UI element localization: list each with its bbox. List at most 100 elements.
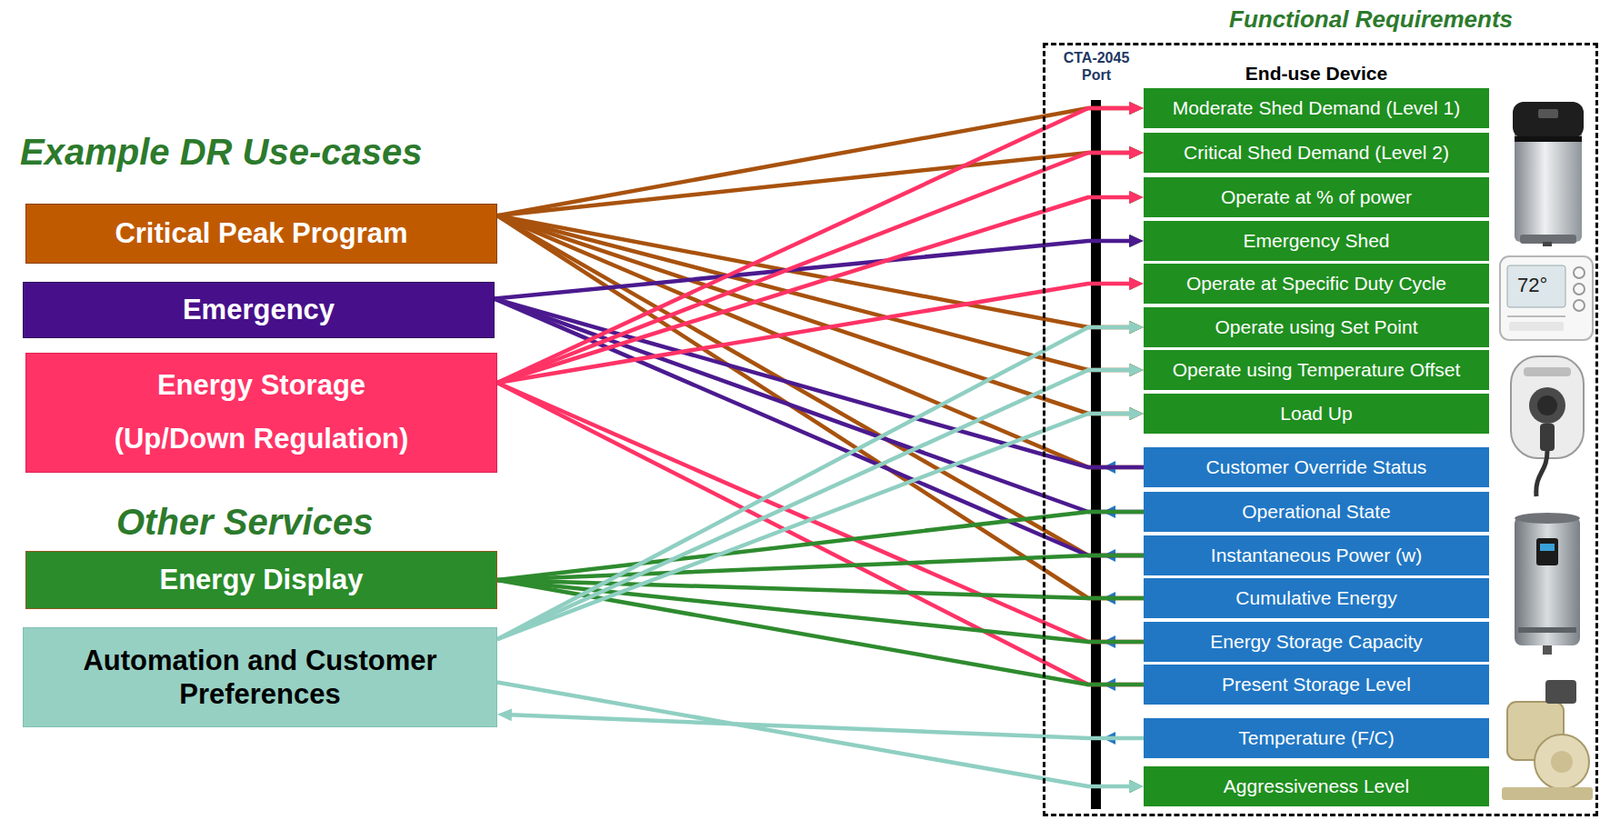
- heat-pump-water-heater-icon-part: [1538, 109, 1559, 119]
- connector-arrow: [497, 283, 1137, 383]
- function-row: Operate using Temperature Offset: [1143, 350, 1490, 390]
- connector-arrow: [497, 108, 1137, 383]
- use-case-box: Energy Display: [25, 550, 498, 610]
- ev-charger-icon-part: [1537, 395, 1558, 416]
- section-heading: Example DR Use-cases: [20, 130, 422, 174]
- thermostat-icon-part: [1573, 267, 1585, 279]
- thermostat-icon-part: [1573, 300, 1585, 311]
- function-row: Load Up: [1143, 393, 1490, 434]
- heat-pump-water-heater-icon-part: [1512, 101, 1584, 139]
- connector-arrow: [497, 215, 1144, 599]
- connector-arrow: [497, 108, 1137, 216]
- connector-arrow: [497, 152, 1137, 383]
- use-case-box: Critical Peak Program: [25, 203, 498, 264]
- thermostat-icon-part: [1507, 265, 1566, 308]
- function-text: Operational State: [1241, 500, 1390, 523]
- connector-arrow: [497, 327, 1137, 640]
- water-heater-icon: [1514, 512, 1580, 655]
- function-text: Moderate Shed Demand (Level 1): [1172, 96, 1460, 120]
- connector-arrow: [497, 682, 1137, 788]
- function-text: Customer Override Status: [1206, 455, 1428, 479]
- port-bar: [1090, 100, 1101, 810]
- function-text: Temperature (F/C): [1238, 726, 1395, 750]
- water-heater-icon-part: [1514, 512, 1580, 524]
- use-case-box: Emergency: [22, 281, 495, 339]
- function-row: Operate using Set Point: [1143, 307, 1490, 348]
- heat-pump-water-heater-icon-part: [1514, 127, 1582, 242]
- connector-arrow: [497, 511, 1144, 580]
- connector-arrow: [497, 382, 1144, 642]
- water-heater-icon-part: [1514, 516, 1580, 646]
- water-heater-icon-part: [1536, 538, 1559, 566]
- function-row: Temperature (F/C): [1143, 718, 1490, 759]
- function-row: Emergency Shed: [1143, 220, 1490, 261]
- thermostat-icon: [1500, 256, 1593, 340]
- use-case-text: Energy Display: [160, 562, 364, 597]
- use-case-text: Energy Storage (Up/Down Regulation): [89, 359, 435, 467]
- function-text: Load Up: [1280, 401, 1352, 425]
- function-row: Operational State: [1143, 491, 1490, 532]
- boundary-heading: Functional Requirements: [1229, 5, 1513, 34]
- ev-charger-icon-part: [1510, 356, 1584, 459]
- function-text: Cumulative Energy: [1235, 586, 1397, 610]
- function-row: Operate at Specific Duty Cycle: [1143, 263, 1490, 304]
- connector-arrow: [497, 370, 1137, 640]
- ev-charger-icon-part: [1536, 450, 1548, 497]
- pool-pump-icon-part: [1501, 787, 1593, 800]
- connector-arrow: [494, 299, 1144, 468]
- connector-arrow: [497, 197, 1137, 383]
- thermostat-reading: 72°: [1515, 273, 1550, 298]
- use-case-text: Critical Peak Program: [114, 216, 408, 250]
- use-case-box: Automation and Customer Preferences: [22, 627, 498, 728]
- ev-charger-icon: [1510, 356, 1584, 497]
- function-text: Instantaneous Power (w): [1210, 543, 1422, 567]
- thermostat-icon-part: [1573, 283, 1585, 295]
- pool-pump-icon-part: [1534, 734, 1590, 790]
- thermostat-icon-part: [1507, 315, 1566, 318]
- device-boundary: Functional RequirementsModerate Shed Dem…: [1042, 42, 1599, 817]
- use-case-text: Automation and Customer Preferences: [50, 643, 470, 711]
- connector-arrow: [497, 382, 1144, 685]
- function-text: Operate at % of power: [1220, 185, 1412, 209]
- thermostat-icon-part: [1500, 256, 1593, 340]
- function-row: Cumulative Energy: [1143, 578, 1490, 619]
- function-text: Aggressiveness Level: [1223, 774, 1410, 798]
- water-heater-icon-part: [1518, 627, 1577, 633]
- port-label: CTA-2045 Port: [1055, 49, 1138, 84]
- device-heading: End-use Device: [1143, 61, 1490, 85]
- thermostat-icon-part: [1509, 321, 1564, 331]
- function-row: Aggressiveness Level: [1143, 766, 1490, 807]
- function-text: Operate using Temperature Offset: [1172, 358, 1461, 381]
- function-text: Operate at Specific Duty Cycle: [1186, 271, 1447, 295]
- heat-pump-water-heater-icon-part: [1514, 136, 1582, 142]
- function-text: Emergency Shed: [1242, 229, 1390, 252]
- function-text: Present Storage Level: [1221, 672, 1411, 696]
- function-row: Customer Override Status: [1143, 447, 1490, 488]
- water-heater-icon-part: [1540, 543, 1555, 551]
- section-heading: Other Services: [116, 500, 373, 544]
- ev-charger-icon-part: [1529, 387, 1566, 424]
- function-row: Present Storage Level: [1143, 664, 1490, 705]
- heat-pump-water-heater-icon-part: [1542, 241, 1552, 247]
- use-case-text: Emergency: [182, 292, 335, 327]
- port-stubs: [1101, 101, 1143, 793]
- ev-charger-icon-part: [1540, 423, 1555, 451]
- connector-arrow: [497, 555, 1144, 580]
- pool-pump-icon-part: [1550, 750, 1573, 773]
- water-heater-icon-part: [1542, 645, 1552, 655]
- ev-charger-icon-part: [1523, 367, 1571, 377]
- connector-arrow: [497, 413, 1137, 640]
- function-text: Energy Storage Capacity: [1210, 630, 1422, 653]
- function-text: Critical Shed Demand (Level 2): [1183, 140, 1450, 164]
- function-text: Operate using Set Point: [1215, 315, 1419, 339]
- use-case-box: Energy Storage (Up/Down Regulation): [25, 352, 498, 473]
- function-row: Critical Shed Demand (Level 2): [1143, 132, 1490, 173]
- connector-arrow: [497, 152, 1137, 216]
- function-row: Energy Storage Capacity: [1143, 621, 1490, 662]
- pool-pump-icon-part: [1545, 680, 1577, 704]
- function-row: Operate at % of power: [1143, 177, 1490, 218]
- heat-pump-water-heater-icon: [1512, 101, 1584, 247]
- pool-pump-icon: [1501, 680, 1593, 800]
- connector-arrow: [504, 714, 1144, 739]
